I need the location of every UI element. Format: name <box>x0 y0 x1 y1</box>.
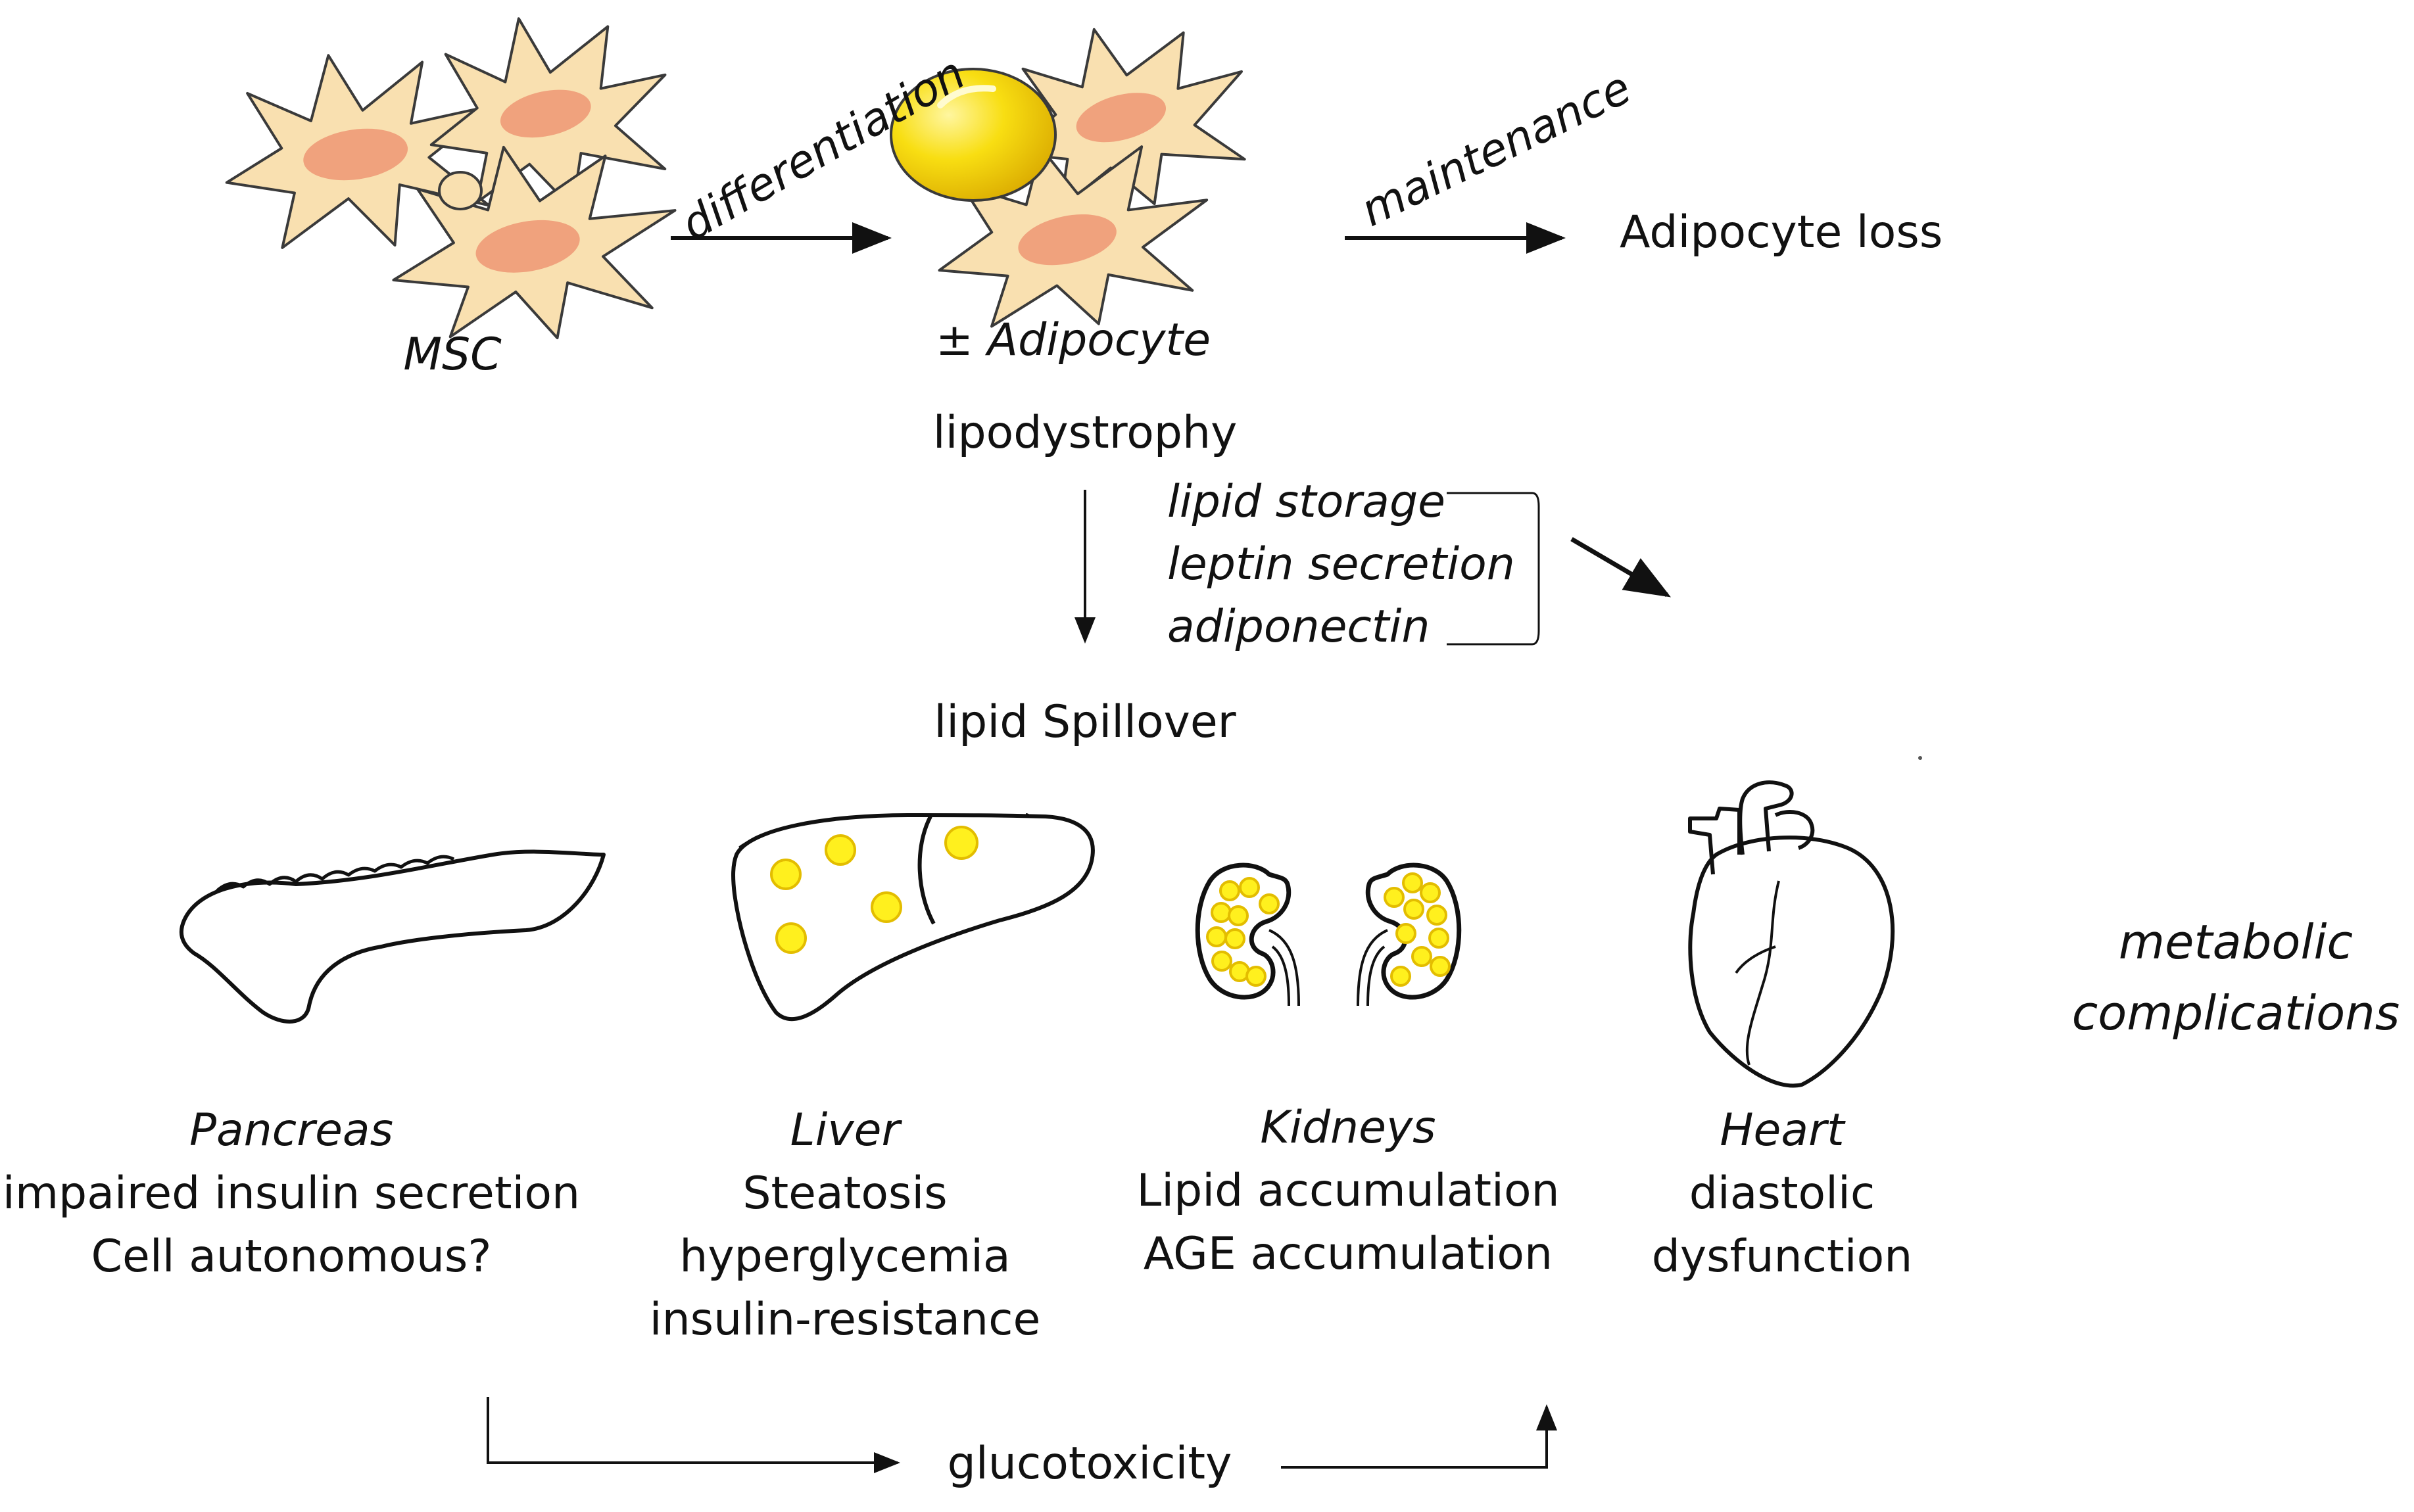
organ-name: Heart <box>1720 1104 1845 1156</box>
adipocyte-illustration <box>890 28 1246 328</box>
organ-kidneys: Kidneys Lipid accumulation AGE accumulat… <box>1136 1097 1559 1286</box>
lipid-droplet-large <box>890 68 1057 202</box>
label-lipid-spillover: lipid Spillover <box>934 696 1236 748</box>
organ-name: Liver <box>790 1104 900 1156</box>
organ-effect: dysfunction <box>1651 1231 1913 1283</box>
organ-effect: hyperglycemia <box>679 1231 1011 1283</box>
label-metabolic: metabolic <box>2118 914 2354 970</box>
organ-effect: AGE accumulation <box>1143 1228 1553 1280</box>
bracket-item-leptin-secretion: leptin secretion <box>1167 538 1515 590</box>
organ-heart: Heart diastolic dysfunction <box>1652 1099 1913 1288</box>
msc-cell <box>429 17 667 210</box>
msc-cells-illustration <box>225 17 677 340</box>
msc-small-cell <box>438 171 483 210</box>
pancreas-illustration <box>179 849 606 1024</box>
label-lipodystrophy: lipodystrophy <box>932 407 1238 459</box>
organ-effect: Steatosis <box>742 1168 948 1219</box>
kidney-fat-droplets <box>1206 872 1451 987</box>
organ-effect: impaired insulin secretion <box>2 1168 581 1219</box>
organ-effect: Lipid accumulation <box>1136 1165 1560 1217</box>
msc-cell <box>392 145 677 340</box>
adipocyte-cell <box>938 145 1209 328</box>
organ-name: Pancreas <box>189 1104 394 1156</box>
organ-effect: diastolic <box>1689 1168 1875 1219</box>
arrow-glucotoxicity-right <box>1281 1404 1557 1469</box>
liver-fat-droplets <box>770 826 978 954</box>
label-complications: complications <box>2071 985 2400 1041</box>
organ-effect: Cell autonomous? <box>91 1231 492 1283</box>
heart-illustration <box>1688 780 1895 1088</box>
label-msc: MSC <box>403 329 502 381</box>
label-glucotoxicity: glucotoxicity <box>947 1438 1232 1490</box>
organ-liver: Liver Steatosis hyperglycemia insulin-re… <box>650 1099 1041 1352</box>
diagram-arrows <box>487 222 1672 1473</box>
bracket-item-lipid-storage: lipid storage <box>1167 476 1445 528</box>
organ-pancreas: Pancreas impaired insulin secretion Cell… <box>3 1099 580 1288</box>
organ-effect: insulin-resistance <box>649 1294 1041 1346</box>
stray-dot <box>1918 756 1922 760</box>
organ-name: Kidneys <box>1260 1102 1436 1154</box>
label-adipocyte: ± Adipocyte <box>935 314 1211 366</box>
bracket-item-adiponectin: adiponectin <box>1167 601 1430 653</box>
bracket <box>1447 492 1540 646</box>
arrow-metabolic <box>1570 536 1672 598</box>
liver-illustration <box>731 813 1095 1022</box>
label-adipocyte-loss: Adipocyte loss <box>1620 206 1943 258</box>
arrow-glucotoxicity-left <box>487 1397 900 1473</box>
